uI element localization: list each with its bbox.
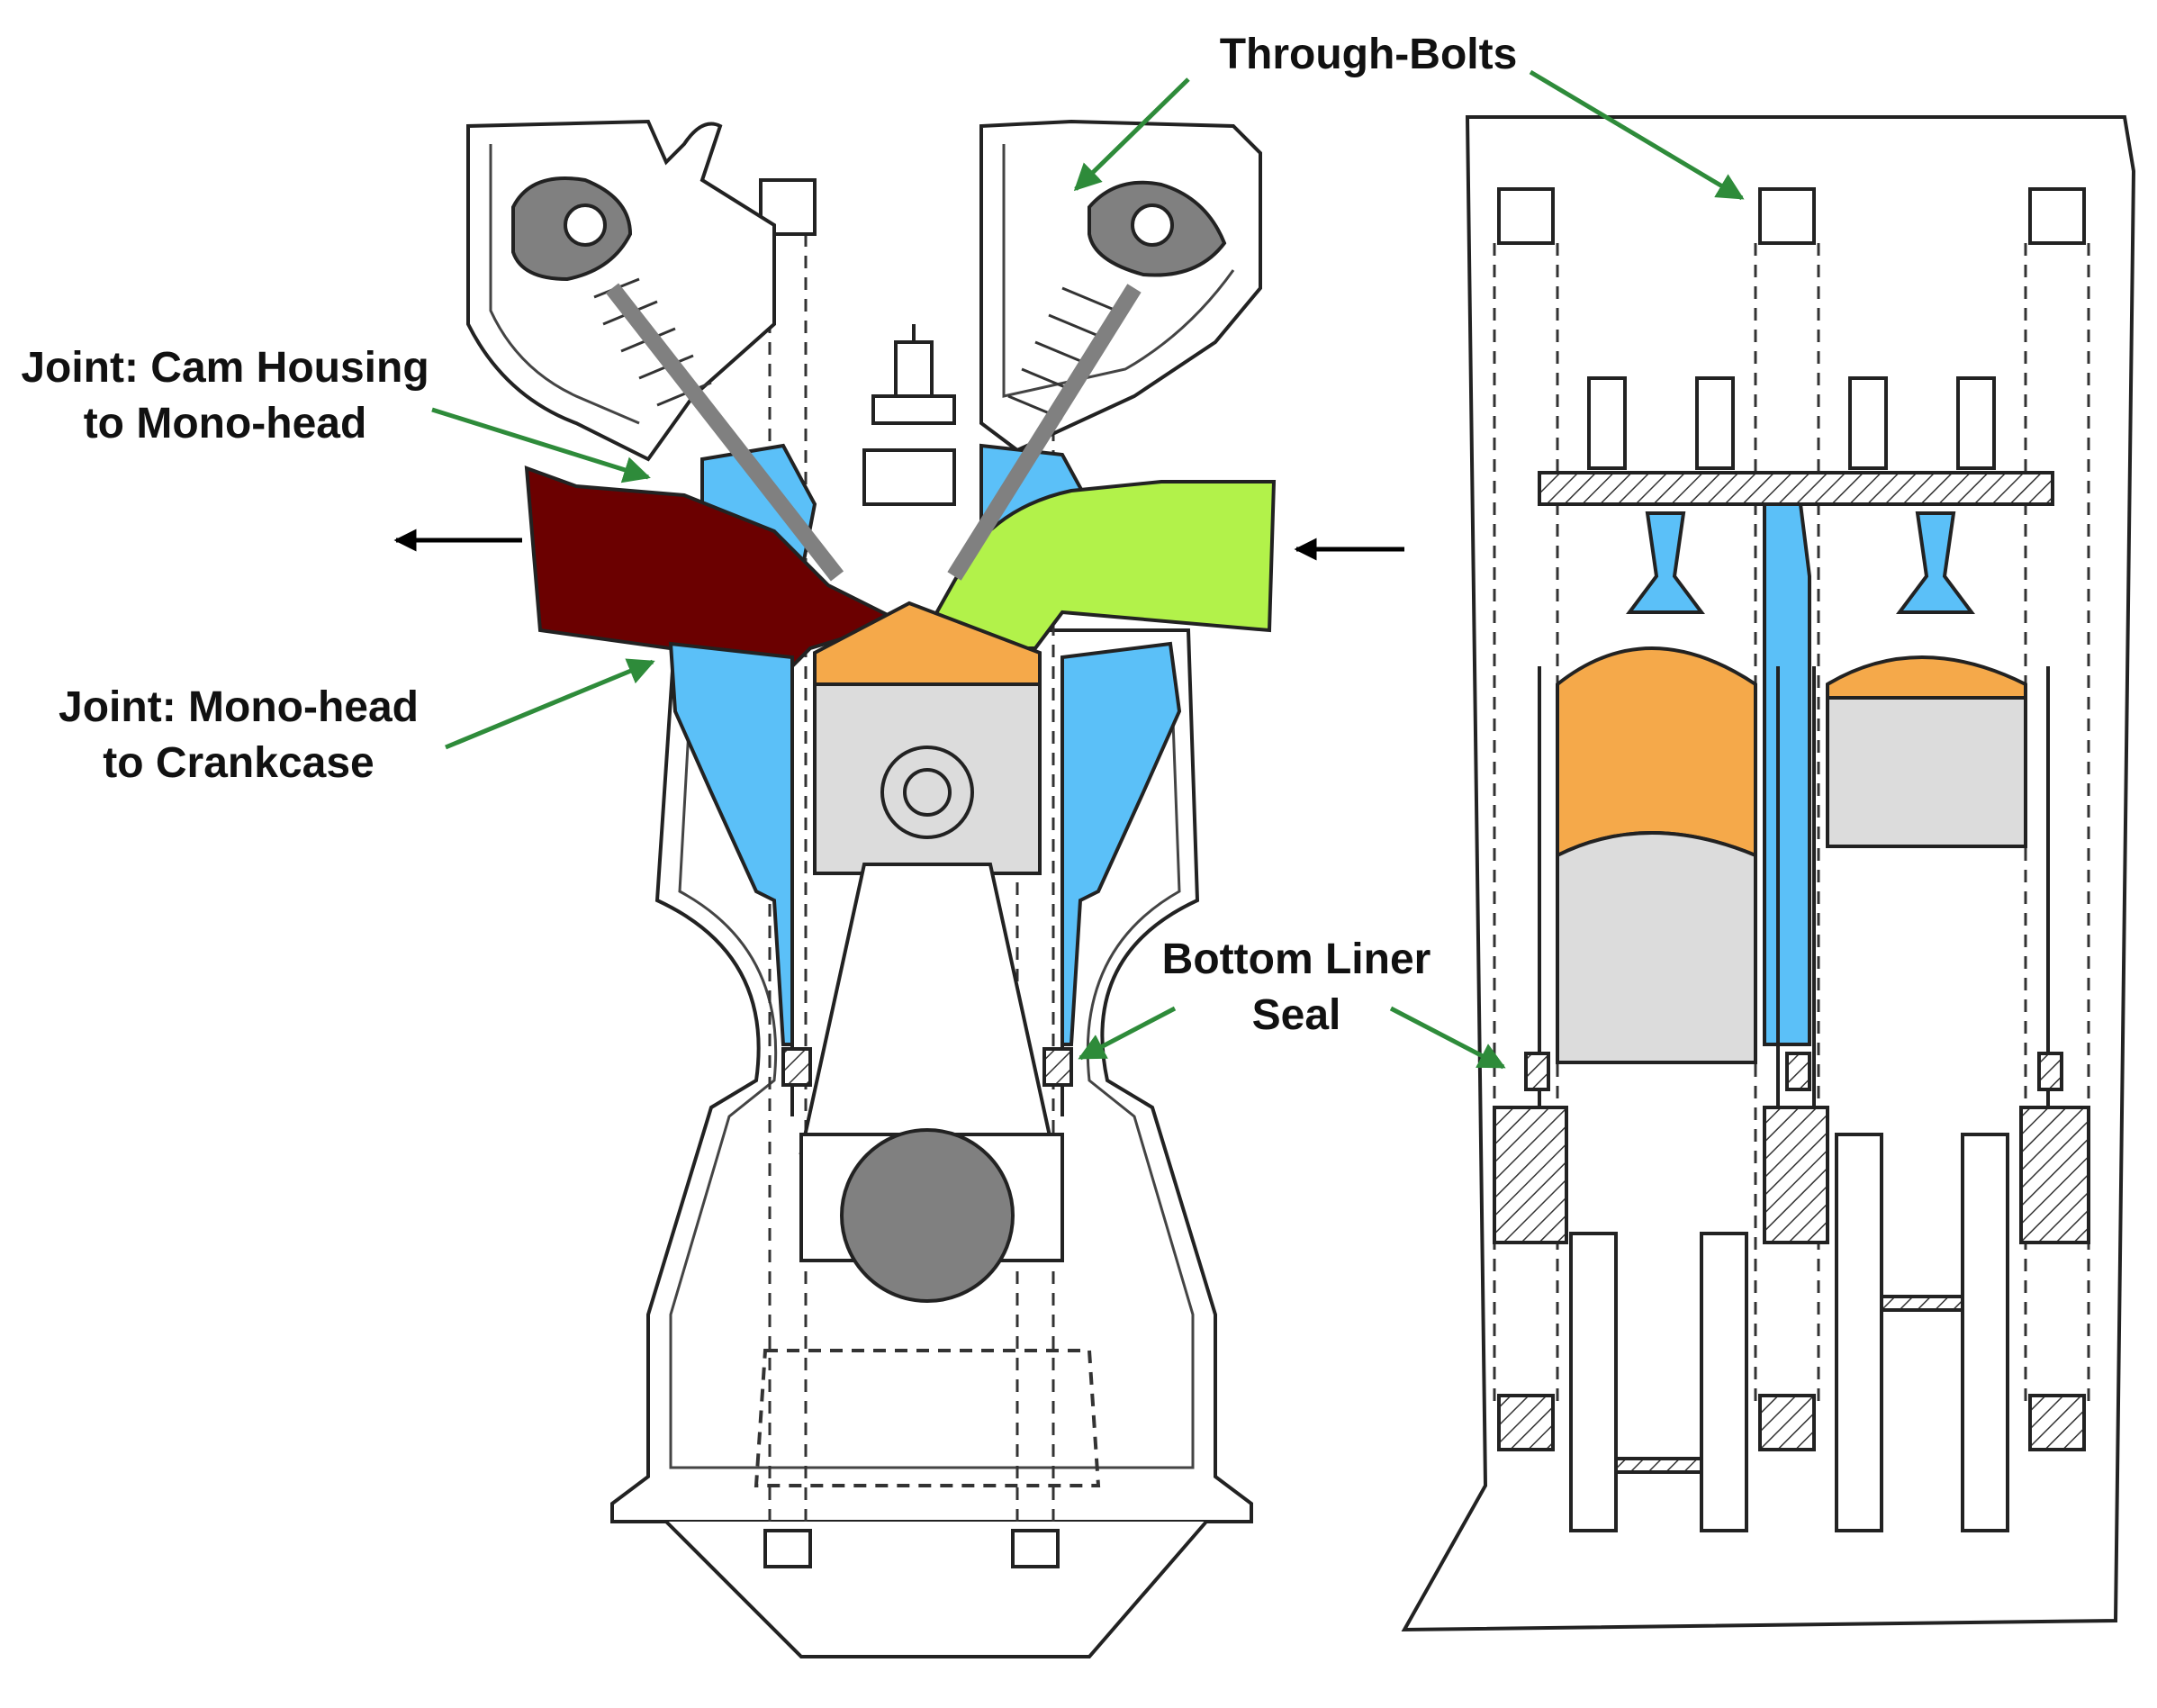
spark-plugs <box>1587 376 1996 470</box>
piston-cyl2 <box>1826 696 2027 848</box>
crank-web-4 <box>1961 1133 2009 1532</box>
combustion-chamber-cyl2 <box>1826 655 2027 700</box>
label-crankcase-joint-line2: to Crankcase <box>103 739 375 787</box>
cam-housing-right <box>979 119 1262 453</box>
label-crankcase-joint-line1: Joint: Mono-head <box>59 683 419 731</box>
head-plate <box>1538 471 2054 506</box>
label-liner-seal: Bottom Liner Seal <box>1125 932 1467 1044</box>
piston-cyl1 <box>1556 831 1757 1064</box>
arrow-cam-housing-joint <box>431 407 651 483</box>
crank-web-3 <box>1835 1133 1883 1532</box>
head-coolant-b <box>1763 502 1811 1046</box>
arrow-through-bolts-right <box>1529 69 1745 201</box>
arrow-liner-seal-right <box>1389 1006 1506 1070</box>
liner-coolant-right <box>1060 641 1182 1046</box>
label-crankcase-joint: Joint: Mono-head to Crankcase <box>36 680 441 791</box>
crank-web-2 <box>1700 1232 1748 1532</box>
label-cam-housing-joint: Joint: Cam Housing to Mono-head <box>9 340 441 452</box>
liner-seal-right-a <box>1524 1052 1550 1091</box>
liner-seal-right-b <box>1785 1052 1811 1091</box>
head-coolant-a <box>1626 511 1705 614</box>
arrow-through-bolts-left <box>1073 77 1190 192</box>
intake-valve-stem <box>947 284 1142 581</box>
liner-seal-left <box>781 1047 812 1087</box>
longitudinal-view <box>1401 115 2136 1632</box>
combustion-chamber-cyl1 <box>1556 646 1757 859</box>
label-through-bolts-text: Through-Bolts <box>1219 31 1518 78</box>
label-liner-seal-line2: Seal <box>1251 991 1341 1039</box>
label-liner-seal-line1: Bottom Liner <box>1161 935 1431 983</box>
head-coolant-c <box>1896 511 1975 614</box>
exhaust-valve-stem <box>605 283 844 582</box>
cross-section-view <box>466 119 1277 1658</box>
combustion-chamber <box>813 601 1042 686</box>
crank-pin <box>840 1128 1015 1303</box>
arrow-liner-seal-left <box>1078 1006 1177 1061</box>
liner-seal-right-c <box>2037 1052 2063 1091</box>
label-cam-housing-joint-line2: to Mono-head <box>83 400 367 447</box>
label-through-bolts: Through-Bolts <box>1188 27 1548 83</box>
label-cam-housing-joint-line1: Joint: Cam Housing <box>21 344 429 392</box>
oil-pan <box>664 1520 1208 1658</box>
arrow-crankcase-joint <box>445 658 655 750</box>
liner-seal-right <box>1042 1047 1073 1087</box>
crank-web-1 <box>1569 1232 1618 1532</box>
callout-arrows <box>431 69 1745 1070</box>
